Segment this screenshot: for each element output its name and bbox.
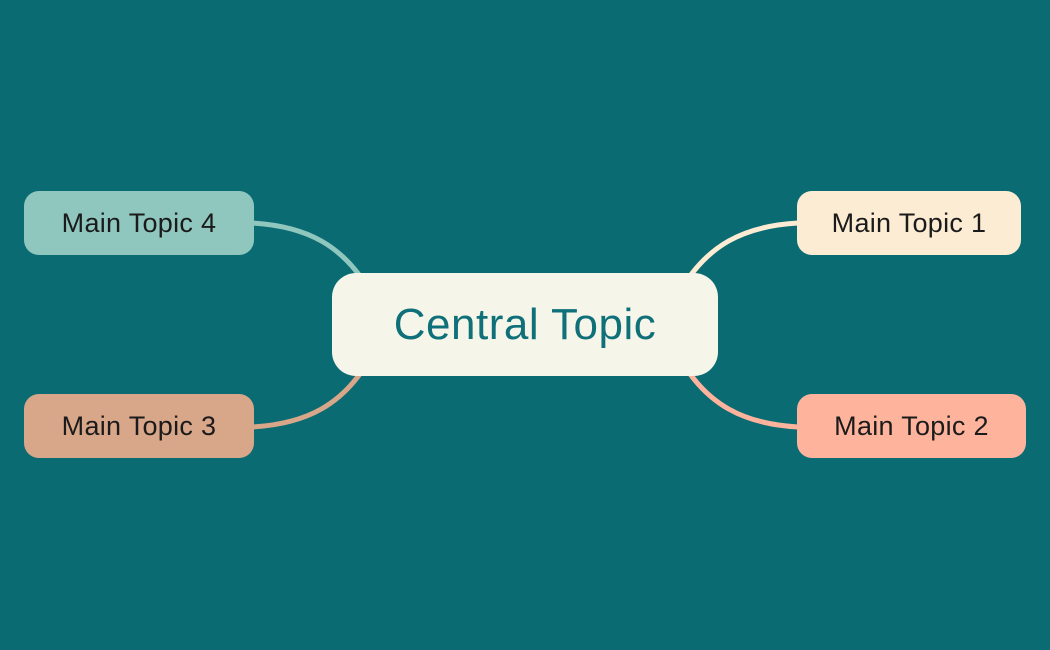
main-topic-3-label: Main Topic 3	[61, 410, 217, 441]
main-topic-4-label: Main Topic 4	[61, 207, 217, 238]
central-topic-node[interactable]: Central Topic	[332, 273, 718, 376]
main-topic-4-node[interactable]: Main Topic 4	[24, 191, 254, 255]
main-topic-3-node[interactable]: Main Topic 3	[24, 394, 254, 458]
main-topic-2-label: Main Topic 2	[834, 410, 989, 441]
main-topic-1-node[interactable]: Main Topic 1	[797, 191, 1021, 255]
main-topic-2-node[interactable]: Main Topic 2	[797, 394, 1026, 458]
main-topic-1-label: Main Topic 1	[831, 207, 987, 238]
central-topic-label: Central Topic	[393, 299, 657, 349]
